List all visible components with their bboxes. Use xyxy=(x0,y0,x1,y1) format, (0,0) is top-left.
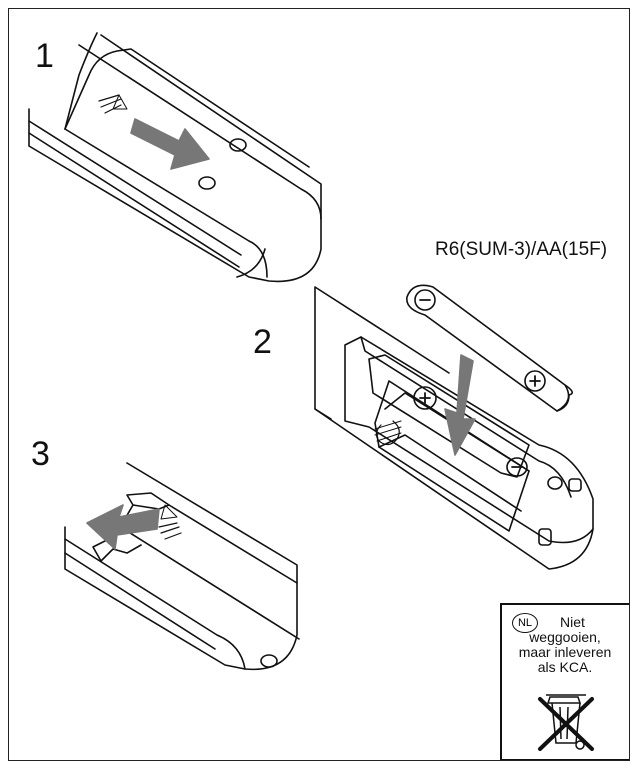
step2-insert-arrow xyxy=(444,354,476,456)
kca-line-3: maar inleveren xyxy=(518,644,612,660)
crossed-out-wheelie-bin-icon xyxy=(538,694,594,751)
kca-notice-text: Niet weggooien, maar inleveren als KCA. xyxy=(506,615,624,675)
kca-line-4: als KCA. xyxy=(537,659,593,675)
kca-disposal-notice: NL Niet weggooien, maar inleveren als KC… xyxy=(500,603,629,760)
instruction-diagram: 1 2 3 R6(SUM-3)/AA(15F) NL Niet weggooie… xyxy=(8,8,630,761)
step-number-2: 2 xyxy=(253,323,272,361)
step1-remote-illustration xyxy=(28,32,322,283)
battery-type-label: R6(SUM-3)/AA(15F) xyxy=(435,239,608,260)
step1-slide-arrow xyxy=(130,118,210,170)
kca-line-1: Niet xyxy=(560,614,585,630)
step3-remote-illustration xyxy=(64,462,300,671)
battery-cell-icon xyxy=(406,284,573,412)
step-number-3: 3 xyxy=(31,435,50,473)
step-number-1: 1 xyxy=(35,37,54,75)
step2-remote-illustration xyxy=(314,286,594,570)
kca-line-2: weggooien, xyxy=(529,629,601,645)
nl-badge: NL xyxy=(512,613,538,633)
step3-slide-arrow xyxy=(86,504,160,550)
diagram-artwork xyxy=(28,32,594,671)
